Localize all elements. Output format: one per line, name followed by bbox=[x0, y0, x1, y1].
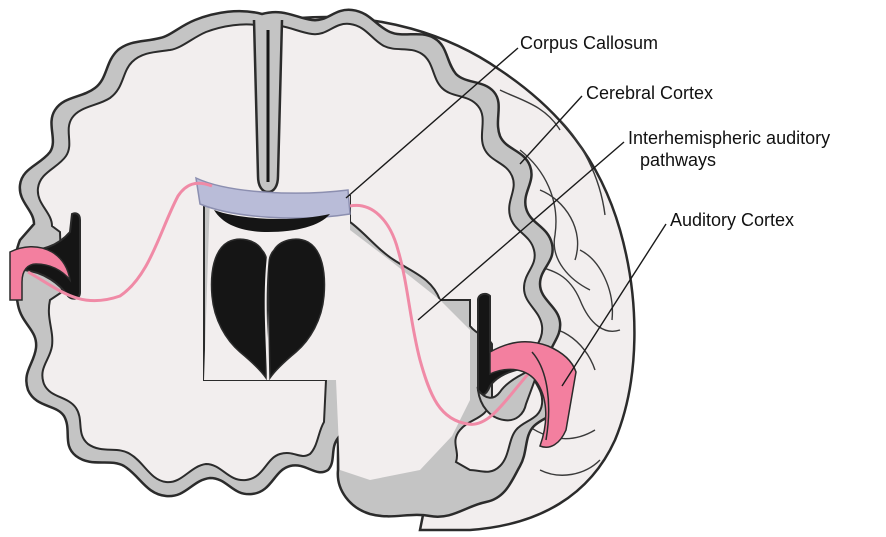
label-interhemispheric-line1: Interhemispheric auditory bbox=[628, 128, 830, 149]
label-interhemispheric-line2: pathways bbox=[640, 150, 716, 171]
label-corpus-callosum: Corpus Callosum bbox=[520, 33, 658, 54]
label-cerebral-cortex: Cerebral Cortex bbox=[586, 83, 713, 104]
label-auditory-cortex: Auditory Cortex bbox=[670, 210, 794, 231]
